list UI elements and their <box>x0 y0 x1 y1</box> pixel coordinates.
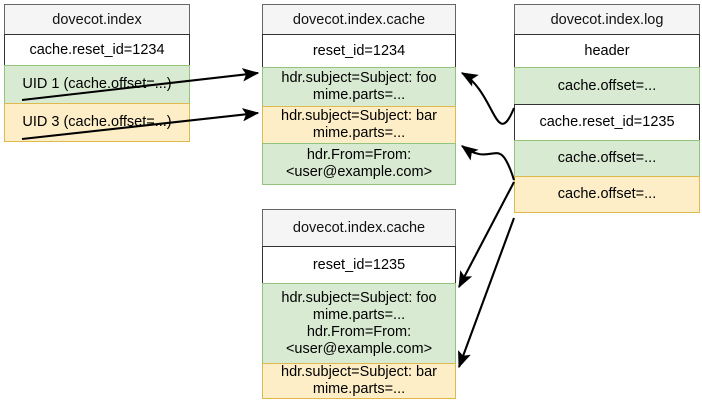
table-row: cache.offset=... <box>514 140 700 178</box>
table-row: header <box>514 34 700 69</box>
table-row: hdr.subject=Subject: foo mime.parts=... … <box>262 283 456 365</box>
table-row: reset_id=1234 <box>262 34 456 69</box>
table-row: cache.reset_id=1235 <box>514 103 700 142</box>
table-dovecot-index-log: dovecot.index.log header cache.offset=..… <box>514 4 700 214</box>
table-header-dovecot-index-log: dovecot.index.log <box>514 4 700 36</box>
table-dovecot-index-cache-new: dovecot.index.cache reset_id=1235 hdr.su… <box>262 209 456 399</box>
table-row: UID 1 (cache.offset=...) <box>4 65 190 105</box>
table-header-dovecot-index-cache-old: dovecot.index.cache <box>262 4 456 36</box>
table-dovecot-index-cache-old: dovecot.index.cache reset_id=1234 hdr.su… <box>262 4 456 185</box>
arrow-log-offset2-to-cache-new-foo <box>458 181 515 289</box>
table-row: cache.reset_id=1234 <box>4 34 190 67</box>
table-row: hdr.subject=Subject: bar mime.parts=... <box>262 362 456 399</box>
table-header-dovecot-index-cache-new: dovecot.index.cache <box>262 209 456 248</box>
arrow-log-offset3-to-cache-new-bar <box>458 217 515 369</box>
table-row: hdr.subject=Subject: bar mime.parts=... <box>262 105 456 144</box>
table-row: reset_id=1235 <box>262 246 456 285</box>
arrow-log-offset1-to-cache-old-bar <box>460 145 515 181</box>
table-row: UID 3 (cache.offset=...) <box>4 102 190 142</box>
table-row: hdr.subject=Subject: foo mime.parts=... <box>262 67 456 108</box>
table-row: cache.offset=... <box>514 67 700 106</box>
table-row: cache.offset=... <box>514 176 700 214</box>
table-header-dovecot-index: dovecot.index <box>4 4 190 36</box>
table-dovecot-index: dovecot.index cache.reset_id=1234 UID 1 … <box>4 4 190 142</box>
arrow-log-offset1-to-cache-old-foo <box>460 72 515 125</box>
table-row: hdr.From=From: <user@example.com> <box>262 142 456 185</box>
